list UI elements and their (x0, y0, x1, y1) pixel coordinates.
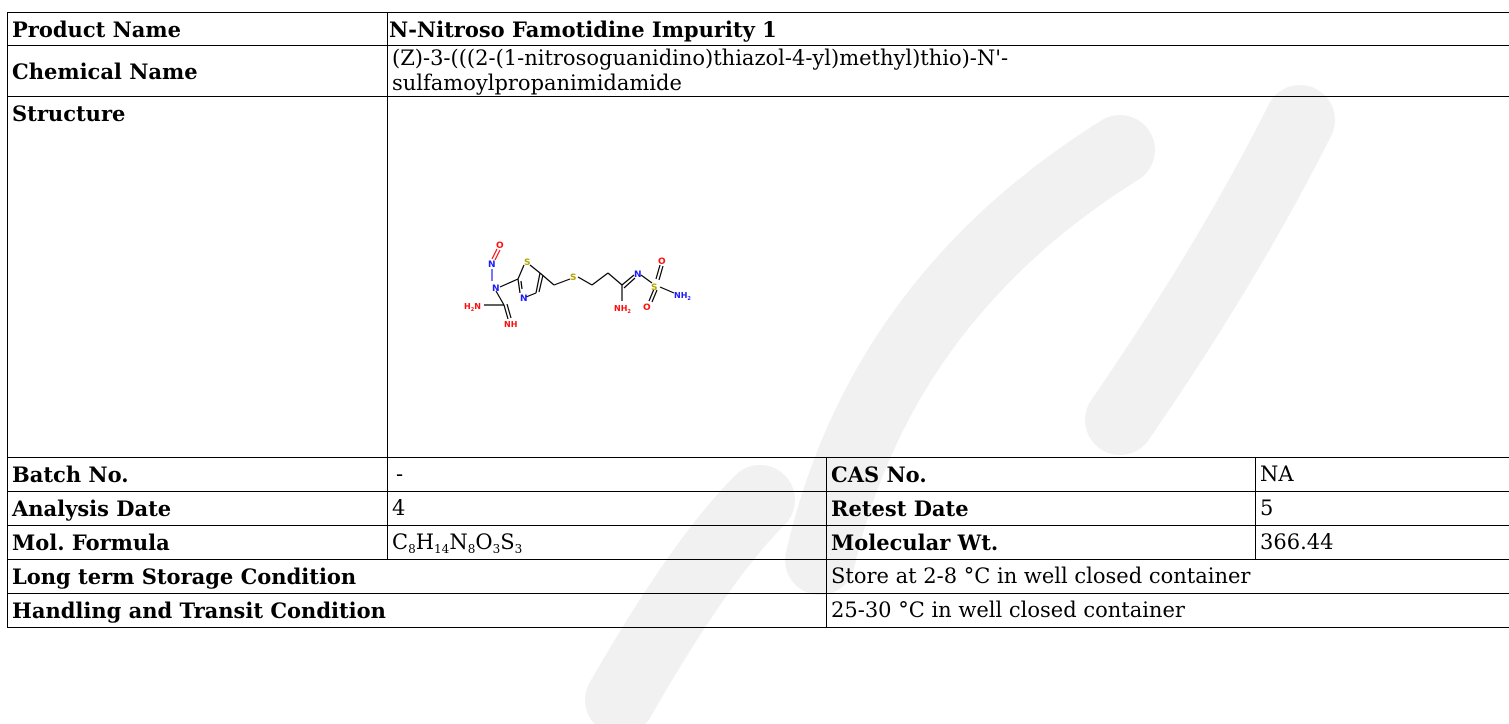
formula-n-c: 8 (408, 542, 416, 556)
cas-label: CAS No. (826, 457, 1256, 492)
formula-label: Mol. Formula (7, 525, 388, 560)
formula-el-n: N (449, 530, 468, 554)
formula-n-s: 3 (514, 542, 523, 556)
storage-value: Store at 2-8 °C in well closed container (825, 559, 1509, 594)
handling-value: 25-30 °C in well closed container (825, 593, 1509, 628)
molwt-value: 366.44 (1254, 525, 1509, 560)
chemical-name-value: (Z)-3-(((2-(1-nitrosoguanidino)thiazol-4… (386, 45, 1509, 97)
atom-s-thioether: S (570, 273, 576, 283)
chemical-name-row: Chemical Name (Z)-3-(((2-(1-nitrosoguani… (7, 45, 1509, 97)
handling-row: Handling and Transit Condition 25-30 °C … (7, 593, 1509, 628)
chemical-name-line-1: (Z)-3-(((2-(1-nitrosoguanidino)thiazol-4… (392, 46, 1009, 71)
atom-n-nitroso: N (488, 260, 496, 270)
batch-label: Batch No. (7, 457, 388, 492)
atom-nh2-sulfonamide: NH2 (674, 291, 691, 302)
structure-row: Structure (7, 96, 1509, 458)
structure-label: Structure (7, 96, 388, 458)
chemical-name-label: Chemical Name (7, 45, 388, 97)
structure-image: O N N S N S N S O O H2N NH NH2 (464, 241, 691, 329)
atom-s-thiazole: S (524, 258, 530, 268)
formula-el-s: S (500, 530, 515, 554)
formula-value: C8H14N8O3S3 (387, 525, 827, 560)
batch-row: Batch No. - CAS No. NA (7, 457, 1509, 492)
dates-row: Analysis Date 4 Retest Date 5 (7, 491, 1509, 526)
cas-value: NA (1254, 457, 1509, 492)
formula-el-h: H (415, 530, 435, 554)
atom-h2n-h: H2N (464, 302, 481, 313)
coa-table: Product Name N-Nitroso Famotidine Impuri… (7, 12, 1509, 628)
formula-n-n: 8 (467, 542, 476, 556)
retest-date-label: Retest Date (826, 491, 1256, 526)
formula-n-o: 3 (492, 542, 501, 556)
analysis-date-label: Analysis Date (7, 491, 388, 526)
atom-nh2-amidine: NH2 (614, 304, 631, 315)
formula-row: Mol. Formula C8H14N8O3S3 Molecular Wt. 3… (7, 525, 1509, 560)
batch-value: - (387, 457, 827, 492)
structure-cell: O N N S N S N S O O H2N NH NH2 (386, 96, 1509, 458)
molwt-label: Molecular Wt. (826, 525, 1256, 560)
atom-n-thiazole: N (520, 294, 528, 304)
analysis-date-value: 4 (387, 491, 827, 526)
storage-row: Long term Storage Condition Store at 2-8… (7, 559, 1509, 594)
atom-nh-imine: NH (504, 320, 517, 329)
chemical-name-line-2: sulfamoylpropanimidamide (392, 71, 682, 95)
atom-o-sulfonyl-1: O (658, 257, 666, 267)
atom-o-sulfonyl-2: O (643, 303, 651, 313)
formula-el-o: O (475, 530, 493, 554)
product-name-value: N-Nitroso Famotidine Impurity 1 (386, 12, 1509, 46)
atom-n-amidine: N (634, 270, 642, 280)
formula-n-h: 14 (434, 542, 450, 556)
atom-o-nitroso: O (496, 241, 504, 251)
atom-s-sulfonyl: S (651, 283, 657, 293)
formula-el-c: C (392, 530, 409, 554)
product-name-row: Product Name N-Nitroso Famotidine Impuri… (7, 12, 1509, 46)
product-name-label: Product Name (7, 12, 388, 46)
handling-label: Handling and Transit Condition (7, 593, 827, 628)
storage-label: Long term Storage Condition (7, 559, 827, 594)
retest-date-value: 5 (1254, 491, 1509, 526)
atom-n-amine: N (492, 284, 500, 294)
